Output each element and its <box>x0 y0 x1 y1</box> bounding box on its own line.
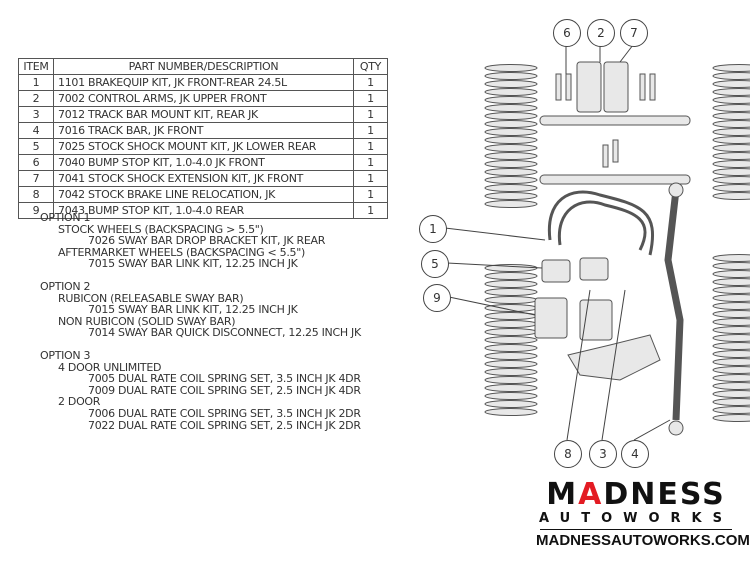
bump-stop-icon <box>576 61 602 113</box>
option-part: 7009 DUAL RATE COIL SPRING SET, 2.5 INCH… <box>88 383 361 397</box>
quantity: 1 <box>353 106 388 123</box>
option-title: OPTION 2 <box>40 279 91 293</box>
part-description: 7041 STOCK SHOCK EXTENSION KIT, JK FRONT <box>53 170 354 187</box>
option-part: 7006 DUAL RATE COIL SPRING SET, 3.5 INCH… <box>88 406 361 420</box>
callout-4: 4 <box>621 440 649 468</box>
option-group-label: 4 DOOR UNLIMITED <box>58 360 162 374</box>
option-part: 7005 DUAL RATE COIL SPRING SET, 3.5 INCH… <box>88 372 361 386</box>
option-group-label: STOCK WHEELS (BACKSPACING > 5.5") <box>58 222 264 236</box>
callout-5: 5 <box>421 250 449 278</box>
logo-divider <box>540 529 732 530</box>
callout-9: 9 <box>423 284 451 312</box>
callout-8: 8 <box>554 440 582 468</box>
item-number: 9 <box>18 202 54 219</box>
option-group-label: AFTERMARKET WHEELS (BACKSPACING < 5.5") <box>58 245 306 259</box>
option-part: 7026 SWAY BAR DROP BRACKET KIT, JK REAR <box>88 234 326 248</box>
bump-stop-icon <box>579 299 613 341</box>
madness-autoworks-logo: MADNESS AUTOWORKS MADNESSAUTOWORKS.COM <box>536 477 750 550</box>
quantity: 1 <box>353 90 388 107</box>
option-part: 7015 SWAY BAR LINK KIT, 12.25 INCH JK <box>88 303 298 317</box>
callout-7: 7 <box>620 19 648 47</box>
track-bar-icon <box>664 189 684 421</box>
brake-line-icon <box>557 200 647 251</box>
part-description: 7043 BUMP STOP KIT, 1.0-4.0 REAR <box>53 202 354 219</box>
track-bar-mount-icon <box>567 334 661 381</box>
coil-spring-icon <box>484 264 538 416</box>
website-link[interactable]: MADNESSAUTOWORKS.COM <box>536 532 750 549</box>
coil-spring-icon <box>712 64 750 200</box>
quantity: 1 <box>353 202 388 219</box>
callout-2: 2 <box>587 19 615 47</box>
option-title: OPTION 3 <box>40 348 91 362</box>
control-arm-icon <box>539 174 691 185</box>
coil-spring-icon <box>484 64 538 208</box>
option-part: 7014 SWAY BAR QUICK DISCONNECT, 12.25 IN… <box>88 326 361 340</box>
option-part: 7022 DUAL RATE COIL SPRING SET, 2.5 INCH… <box>88 418 361 432</box>
logo-wordmark: MADNESS <box>546 477 726 512</box>
option-group-label: RUBICON (RELEASABLE SWAY BAR) <box>58 291 244 305</box>
control-arm-icon <box>539 115 691 126</box>
callout-3: 3 <box>589 440 617 468</box>
option-part: 7015 SWAY BAR LINK KIT, 12.25 INCH JK <box>88 257 298 271</box>
bump-stop-icon <box>603 61 629 113</box>
brake-line-icon <box>547 190 655 256</box>
leader-lines <box>444 44 671 441</box>
callout-1: 1 <box>419 215 447 243</box>
part-description: 7025 STOCK SHOCK MOUNT KIT, JK LOWER REA… <box>53 138 354 155</box>
bump-stop-icon <box>534 297 568 339</box>
coil-spring-icon <box>712 254 750 422</box>
option-title: OPTION 1 <box>40 211 91 224</box>
logo-subtitle: AUTOWORKS <box>539 511 733 526</box>
option-group-label: NON RUBICON (SOLID SWAY BAR) <box>58 314 236 328</box>
option-group-label: 2 DOOR <box>58 395 101 409</box>
callout-6: 6 <box>553 19 581 47</box>
